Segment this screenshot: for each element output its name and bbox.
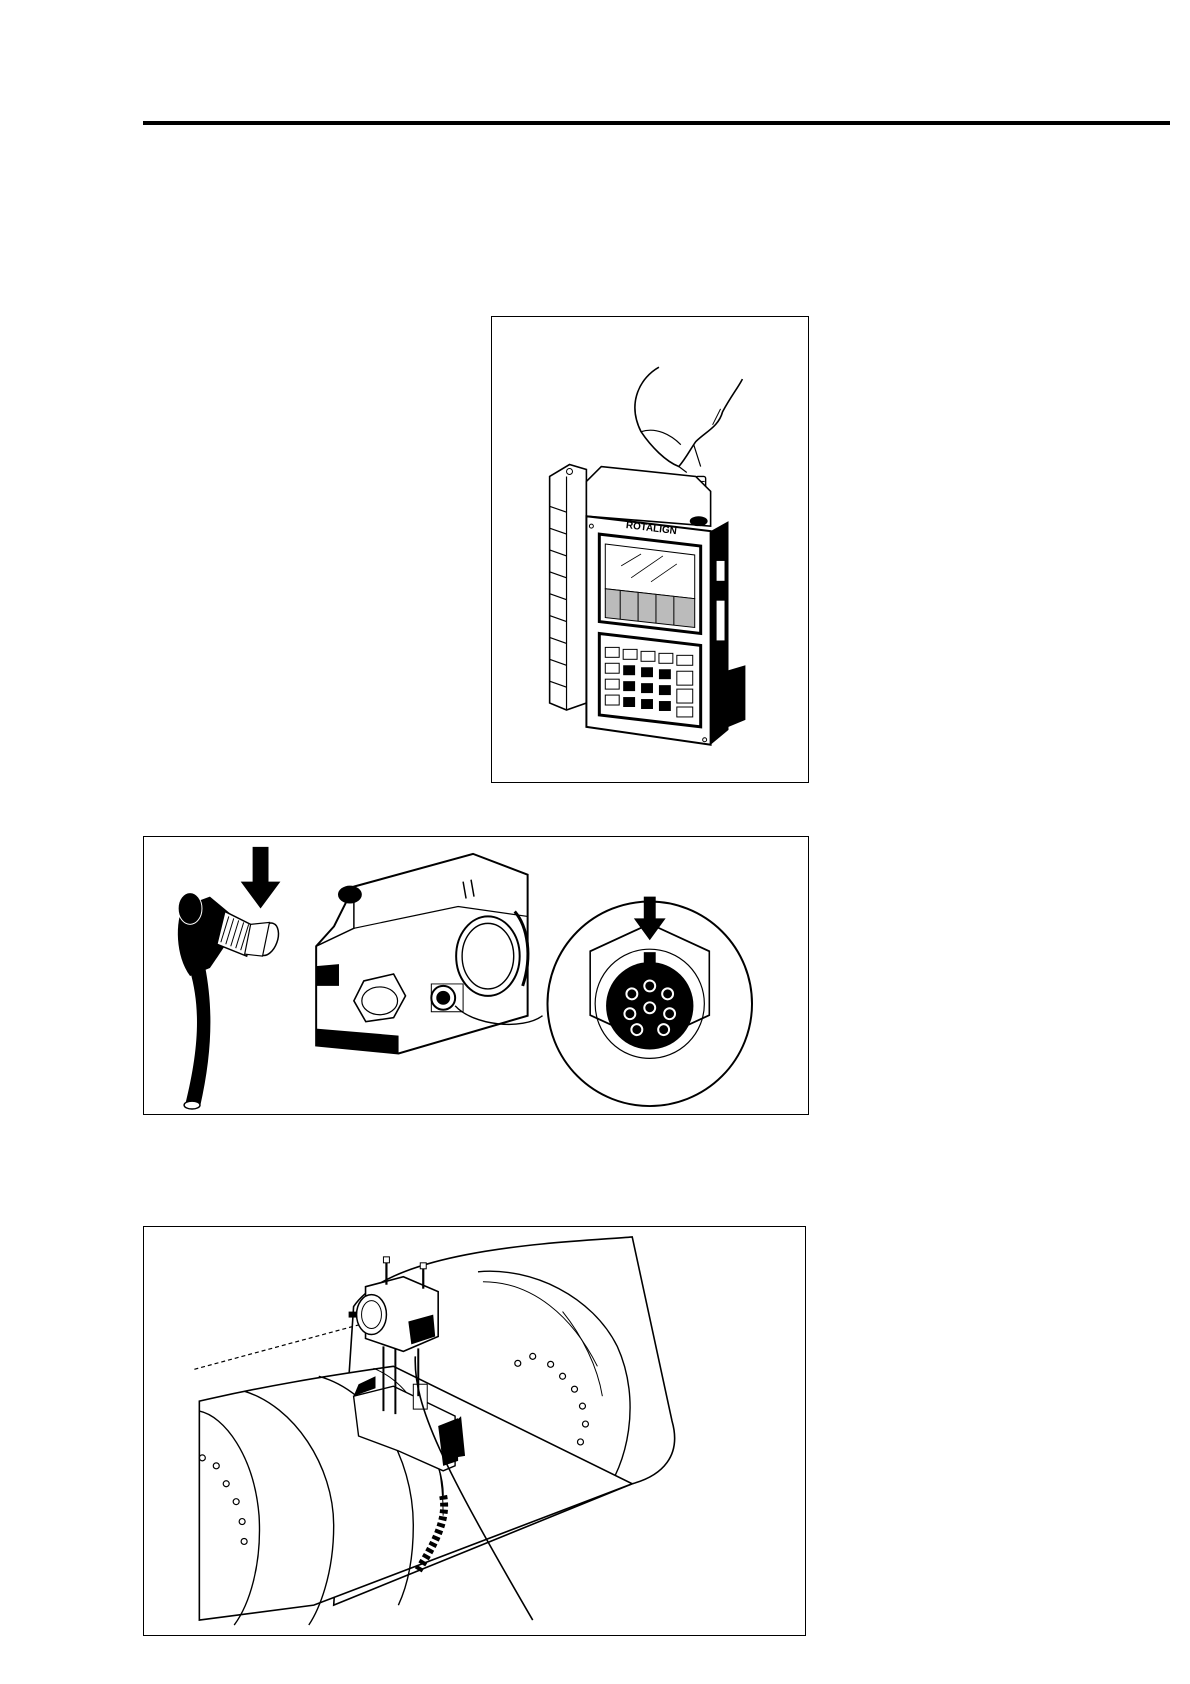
cable	[185, 966, 210, 1107]
connector-illustration	[144, 837, 808, 1114]
figure-sensor-connector	[143, 836, 809, 1115]
shaft-illustration	[144, 1227, 805, 1635]
insert-arrow-icon	[241, 847, 281, 909]
figure-computer-plug: ROTALIGN	[491, 316, 809, 783]
side-grip	[550, 465, 587, 710]
figure-shaft-mount	[143, 1226, 806, 1636]
computer-illustration: ROTALIGN	[492, 317, 808, 782]
header-rule	[143, 121, 1170, 125]
hand	[635, 367, 742, 466]
